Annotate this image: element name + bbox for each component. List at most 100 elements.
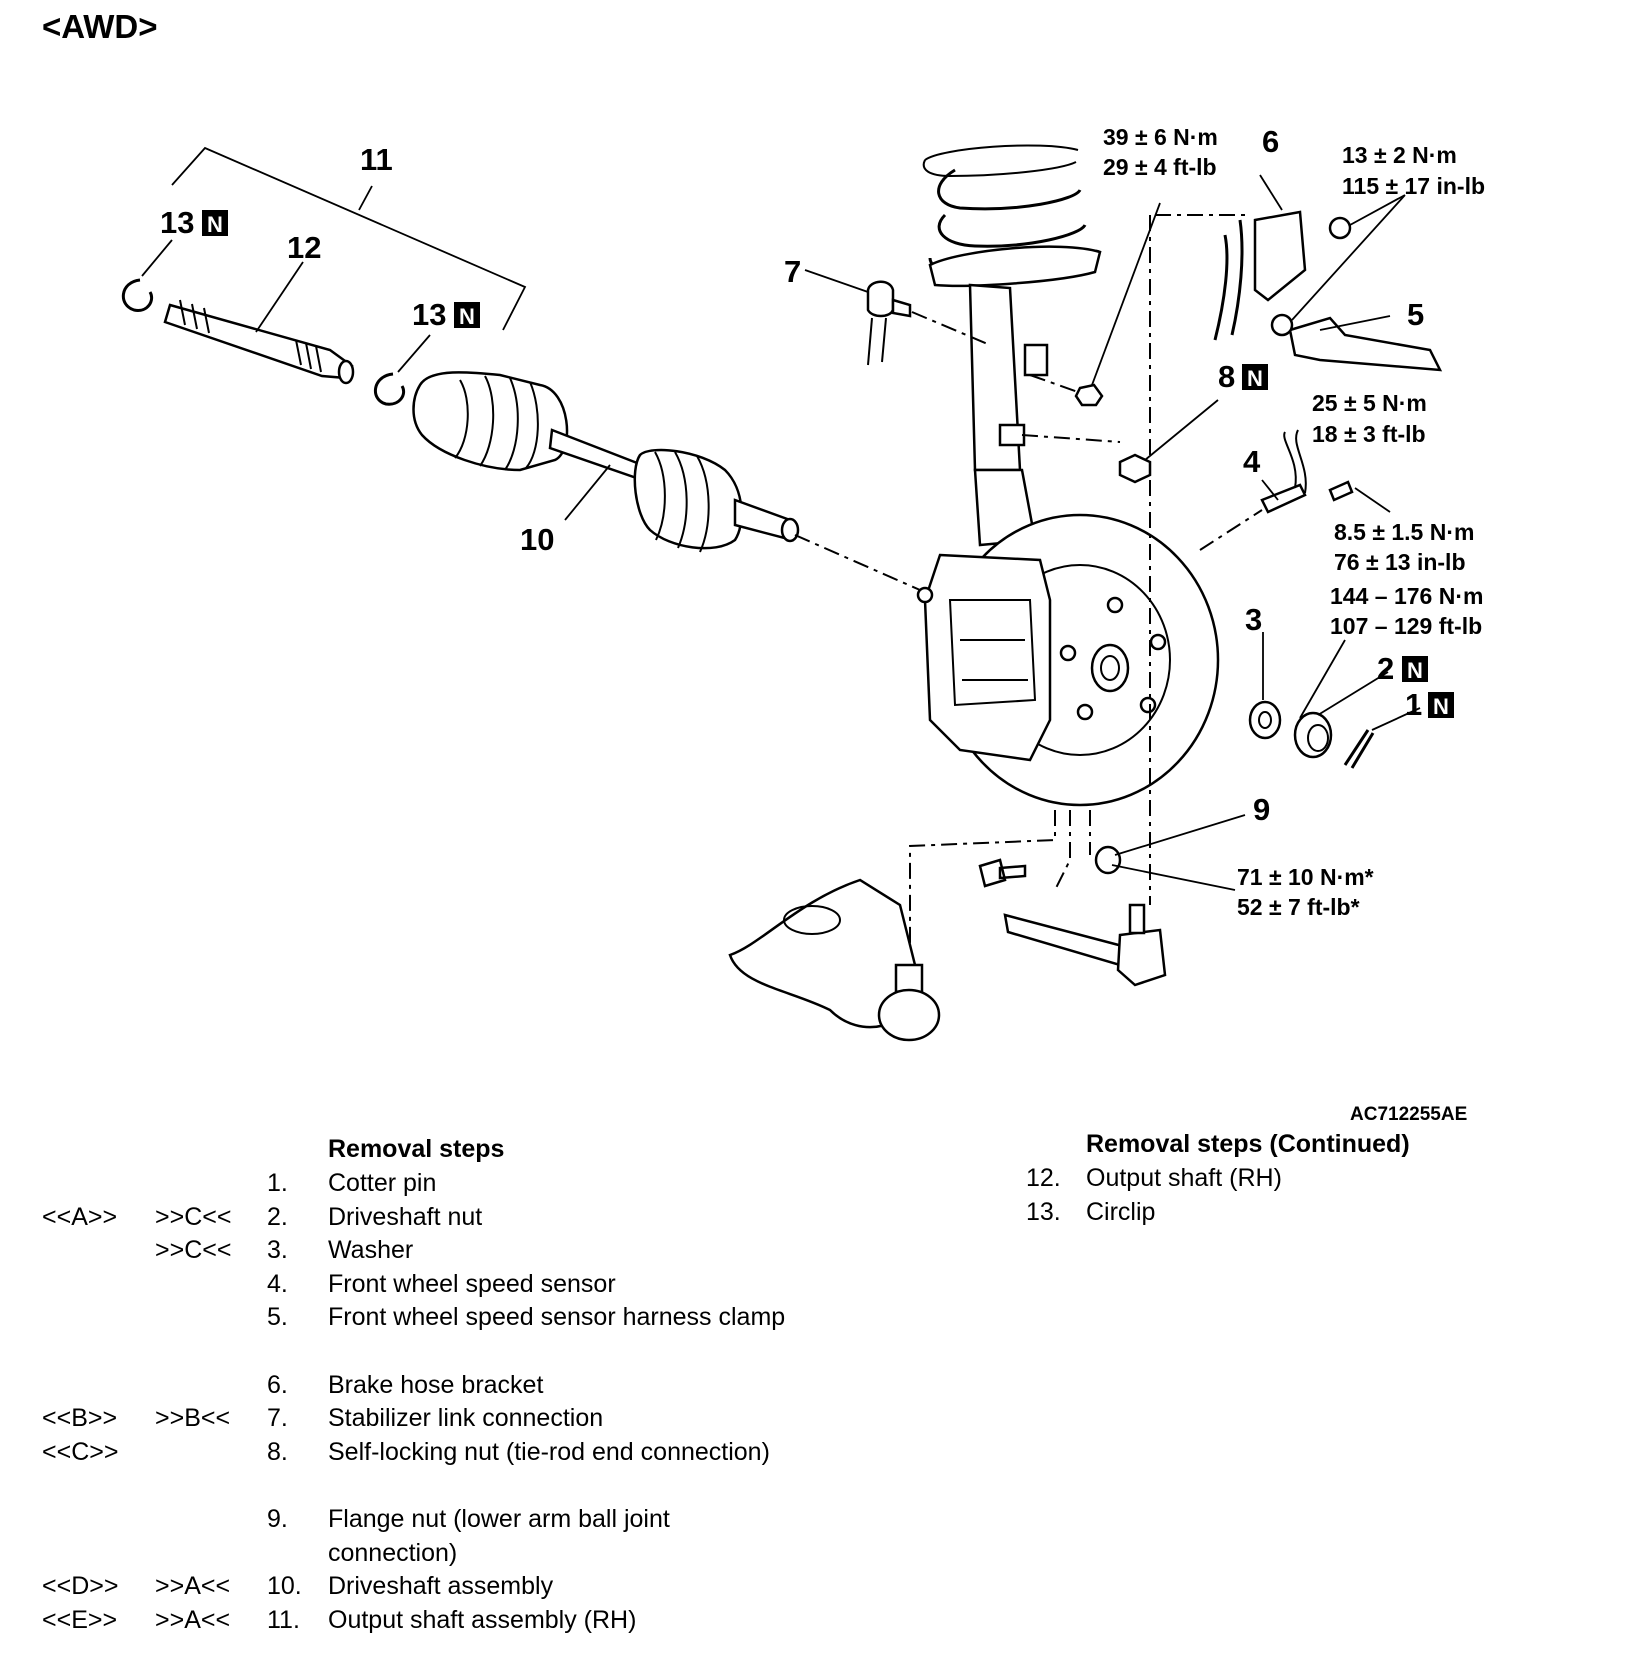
step-text: Washer <box>328 1236 414 1265</box>
step-removal-ref: <<A>> <box>42 1202 118 1231</box>
step-install-ref: >>C<< <box>155 1236 232 1265</box>
torque-driveshaft-nut-ftlb: 107 – 129 ft-lb <box>1330 613 1482 639</box>
circlip-right-part <box>374 372 406 406</box>
self-locking-nut-part <box>1118 453 1152 484</box>
callout-9: 9 <box>1253 792 1270 827</box>
step-text: Brake hose bracket <box>328 1370 544 1399</box>
step-text: Circlip <box>1086 1197 1156 1226</box>
step-install-ref: >>A<< <box>155 1605 231 1634</box>
step-number: 7. <box>267 1404 288 1433</box>
torque-strut-nut-nm: 39 ± 6 N·m <box>1103 124 1218 150</box>
step-install-ref: >>C<< <box>155 1202 232 1231</box>
step-text: Self-locking nut (tie-rod end connection… <box>328 1437 770 1466</box>
removal-steps-rows: 1.Cotter pin<<A>> >>C<< 2. Driveshaft nut >>… <box>42 1167 802 1637</box>
step-text: Output shaft (RH) <box>1086 1164 1282 1192</box>
step-number: 11. <box>267 1605 300 1634</box>
torque-sensor-bolt-nm: 8.5 ± 1.5 N·m <box>1334 519 1474 545</box>
exploded-view-diagram: 11 12 13 N 13 N 10 7 6 5 8 N 4 3 2 N 1 N… <box>122 124 1485 1042</box>
document-id: AC712255AE <box>1350 1104 1468 1125</box>
step-removal-ref: <<D>> <box>42 1572 119 1601</box>
step-text: Driveshaft nut <box>328 1202 483 1231</box>
step-number: 6. <box>267 1370 288 1399</box>
svg-text:N: N <box>1433 694 1449 719</box>
step-text: Cotter pin <box>328 1169 437 1197</box>
step-row: 5.Front wheel speed sensor harness clamp <box>42 1301 802 1368</box>
callout-11: 11 <box>360 142 393 177</box>
n-badge-8: N <box>1242 364 1268 391</box>
torque-bracket-inlb: 115 ± 17 in-lb <box>1342 173 1485 199</box>
strut-spring-part <box>922 144 1102 547</box>
callout-13-left: 13 <box>160 205 194 240</box>
step-number: 10. <box>267 1572 302 1601</box>
brake-hose-bracket-part <box>1213 210 1443 372</box>
cotter-pin-part <box>1343 729 1375 769</box>
n-badge-13-right: N <box>454 302 480 329</box>
step-text: Flange nut (lower arm ball joint connect… <box>328 1504 670 1567</box>
callout-6: 6 <box>1262 124 1279 159</box>
callout-4: 4 <box>1243 444 1261 479</box>
svg-text:N: N <box>459 304 475 329</box>
washer-part <box>1248 700 1282 740</box>
removal-steps-continued-rows: 12. Output shaft (RH) 13. Circlip <box>1026 1162 1526 1229</box>
callout-7: 7 <box>784 254 801 289</box>
step-row: 12. Output shaft (RH) <box>1026 1162 1526 1196</box>
step-row: 1.Cotter pin <box>42 1167 802 1201</box>
torque-tie-rod-nut-nm: 25 ± 5 N·m <box>1312 390 1427 416</box>
lower-arm-ball-joint-part <box>728 878 941 1042</box>
step-number: 9. <box>267 1504 288 1533</box>
callout-12: 12 <box>287 230 321 265</box>
step-number: 3. <box>267 1236 288 1265</box>
callout-3: 3 <box>1245 602 1262 637</box>
step-text: Front wheel speed sensor harness clamp <box>328 1303 786 1332</box>
circlip-left-part <box>122 278 154 312</box>
removal-steps-continued-heading: Removal steps (Continued) <box>1086 1130 1410 1158</box>
n-badge-2: N <box>1402 656 1428 683</box>
step-row: >>C<< 3. Washer <box>42 1234 802 1268</box>
removal-steps-heading: Removal steps <box>328 1135 505 1163</box>
torque-flange-nut-nm: 71 ± 10 N·m* <box>1237 864 1374 890</box>
step-row: 9. Flange nut (lower arm ball joint conne… <box>42 1503 802 1570</box>
step-row: 4. Front wheel speed sensor <box>42 1268 802 1302</box>
step-row: <<A>> >>C<< 2. Driveshaft nut <box>42 1201 802 1235</box>
stabilizer-link-part <box>866 280 912 366</box>
torque-sensor-bolt-inlb: 76 ± 13 in-lb <box>1334 549 1466 575</box>
step-number: 12. <box>1026 1164 1061 1192</box>
torque-flange-nut-ftlb: 52 ± 7 ft-lb* <box>1237 894 1360 920</box>
callout-2: 2 <box>1377 651 1394 686</box>
step-row: <<C>> 8. Self-locking nut (tie-rod end con… <box>42 1436 802 1503</box>
step-removal-ref: <<E>> <box>42 1605 118 1634</box>
brake-caliper-part <box>916 553 1052 762</box>
step-text: Output shaft assembly (RH) <box>328 1605 637 1634</box>
step-number: 2. <box>267 1202 288 1231</box>
n-badge-1: N <box>1428 692 1454 719</box>
callout-8: 8 <box>1218 359 1235 394</box>
torque-strut-nut-ftlb: 29 ± 4 ft-lb <box>1103 154 1217 180</box>
callout-13-right: 13 <box>412 297 446 332</box>
torque-driveshaft-nut-nm: 144 – 176 N·m <box>1330 583 1483 609</box>
step-text: Front wheel speed sensor <box>328 1269 616 1298</box>
step-row: <<E>> >>A<< 11. Output shaft assembly (RH) <box>42 1604 802 1638</box>
step-number: 13. <box>1026 1197 1061 1226</box>
torque-bracket-nm: 13 ± 2 N·m <box>1342 142 1457 168</box>
step-row: <<B>>>>B<<7.Stabilizer link connection <box>42 1402 802 1436</box>
output-shaft-part <box>163 299 355 385</box>
driveshaft-nut-part <box>1293 711 1333 759</box>
step-text: Stabilizer link connection <box>328 1404 604 1433</box>
step-number: 4. <box>267 1269 288 1298</box>
step-row: <<D>>>>A<<10.Driveshaft assembly <box>42 1570 802 1604</box>
step-row: 13. Circlip <box>1026 1196 1526 1230</box>
driveshaft-assembly-part <box>412 371 800 553</box>
step-removal-ref: <<C>> <box>42 1437 119 1466</box>
n-badge-13-left: N <box>202 210 228 237</box>
step-removal-ref: <<B>> <box>42 1404 118 1433</box>
svg-text:N: N <box>207 212 223 237</box>
step-number: 8. <box>267 1437 288 1466</box>
svg-text:N: N <box>1407 658 1423 683</box>
tie-rod-end-part <box>1003 903 1167 987</box>
callout-1: 1 <box>1405 687 1422 722</box>
svg-text:N: N <box>1247 366 1263 391</box>
wheel-speed-sensor-part <box>1260 429 1354 514</box>
callout-10: 10 <box>520 522 554 557</box>
page-title: <AWD> <box>42 8 158 45</box>
strut-nut-part <box>1074 383 1104 407</box>
